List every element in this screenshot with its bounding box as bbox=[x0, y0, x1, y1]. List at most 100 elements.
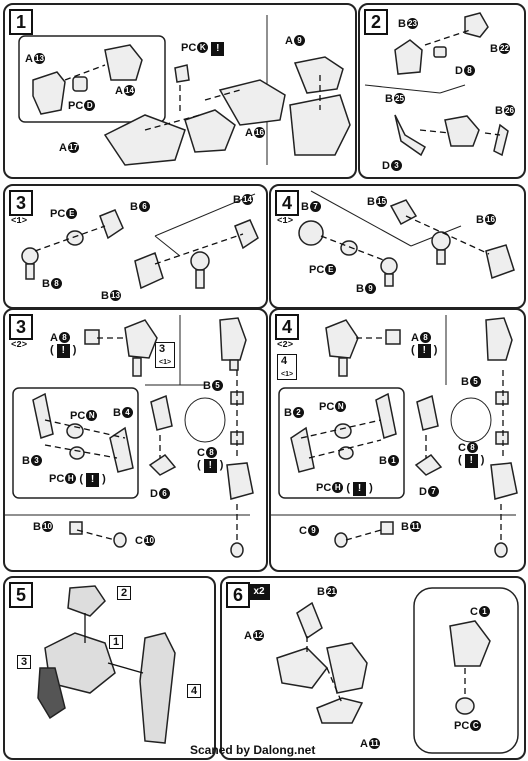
label-letter: A bbox=[115, 85, 123, 97]
label-number: D bbox=[84, 100, 96, 111]
label-letter: PC bbox=[49, 473, 65, 485]
label-number: 26 bbox=[503, 105, 515, 116]
label-number: 6 bbox=[158, 488, 170, 499]
label-number: 8 bbox=[463, 65, 475, 76]
label-number: 17 bbox=[67, 142, 79, 153]
label-number: 22 bbox=[498, 43, 510, 54]
label-number: 23 bbox=[406, 18, 418, 29]
label-letter: A bbox=[244, 630, 252, 642]
label-number: E bbox=[325, 264, 337, 275]
caution-icon: ! bbox=[203, 459, 217, 473]
label-number: 8 bbox=[50, 278, 62, 289]
ref-box-4: 4 bbox=[187, 684, 202, 698]
label-number: 11 bbox=[368, 738, 380, 749]
ref-box-3: 3 bbox=[17, 655, 32, 669]
label-number: E bbox=[66, 208, 78, 219]
label-number: 8 bbox=[58, 332, 70, 343]
label-letter: PC bbox=[319, 401, 335, 413]
label-number: 4 bbox=[121, 407, 133, 418]
ref-number: 3 bbox=[159, 343, 166, 355]
reference-step-box: 3 <1> bbox=[155, 342, 176, 368]
label-number: 1 bbox=[478, 606, 490, 617]
label-number: 5 bbox=[469, 376, 481, 387]
label-letter: B bbox=[379, 455, 387, 467]
label-letter: C bbox=[135, 535, 143, 547]
label-number: 8 bbox=[419, 332, 431, 343]
step-3-2-drawing bbox=[5, 315, 254, 558]
label-letter: A bbox=[360, 738, 368, 750]
step-sub: <2> bbox=[277, 340, 294, 350]
label-letter: C bbox=[470, 606, 478, 618]
step-4-2-drawing bbox=[271, 315, 518, 558]
label-letter: A bbox=[50, 332, 58, 344]
label-number: 9 bbox=[364, 283, 376, 294]
label-letter: B bbox=[317, 586, 325, 598]
label-number: 6 bbox=[138, 201, 150, 212]
label-number: 9 bbox=[307, 525, 319, 536]
caution-icon: ! bbox=[56, 344, 70, 358]
label-letter: D bbox=[455, 65, 463, 77]
label-letter: D bbox=[150, 488, 158, 500]
label-letter: B bbox=[22, 455, 30, 467]
label-letter: B bbox=[385, 93, 393, 105]
label-number: 8 bbox=[466, 442, 478, 453]
label-number: 3 bbox=[30, 455, 42, 466]
label-number: 25 bbox=[393, 93, 405, 104]
label-number: 3 bbox=[390, 160, 402, 171]
step-sub: <2> bbox=[11, 340, 28, 350]
label-letter: C bbox=[197, 447, 205, 459]
label-letter: PC bbox=[316, 482, 332, 494]
reference-step-box: 4<1> bbox=[277, 354, 298, 380]
label-number: 9 bbox=[293, 35, 305, 46]
label-letter: B bbox=[461, 376, 469, 388]
label-number: 14 bbox=[241, 194, 253, 205]
label-number: 13 bbox=[33, 53, 45, 64]
label-letter: B bbox=[233, 194, 241, 206]
label-letter: A bbox=[285, 35, 293, 47]
watermark: Scaned by Dalong.net bbox=[190, 743, 316, 757]
caution-icon: ! bbox=[417, 344, 431, 358]
label-number: K bbox=[197, 42, 209, 53]
step-5-panel: 5 2 1 3 4 bbox=[3, 576, 216, 760]
label-number: 12 bbox=[252, 630, 264, 641]
caution-icon: ! bbox=[211, 42, 225, 56]
label-number: 7 bbox=[427, 486, 439, 497]
step-number: 2 bbox=[364, 9, 388, 35]
ref-sub: <1> bbox=[281, 371, 294, 378]
label-letter: B bbox=[398, 18, 406, 30]
step-5-drawing bbox=[37, 585, 176, 744]
label-number: H bbox=[65, 473, 77, 484]
label-number: 15 bbox=[375, 196, 387, 207]
label-letter: D bbox=[419, 486, 427, 498]
step-number: 4 bbox=[275, 314, 299, 340]
ref-sub: <1> bbox=[159, 359, 172, 366]
label-letter: B bbox=[356, 283, 364, 295]
label-letter: PC bbox=[68, 100, 84, 112]
